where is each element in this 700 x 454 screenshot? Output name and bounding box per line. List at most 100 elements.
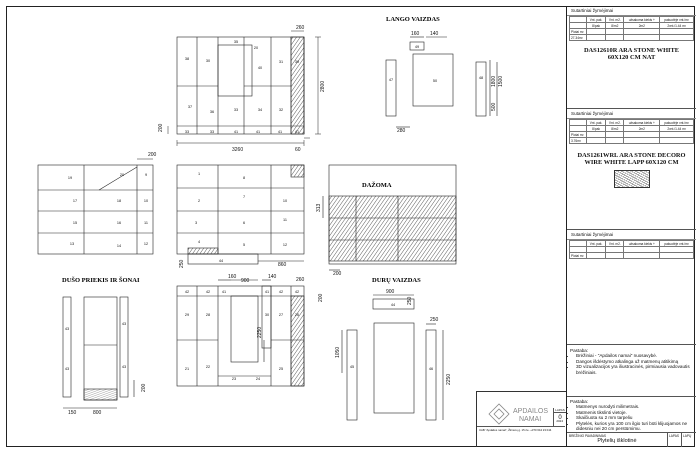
tile-label: 30 xyxy=(206,59,210,63)
tile-label: 27 xyxy=(279,313,283,317)
tile-label: 47 xyxy=(389,78,393,82)
year: 2024 xyxy=(556,419,563,423)
tile-label: 33 xyxy=(234,108,238,112)
sheet-number-box: LAPAS 0 xyxy=(553,408,566,427)
tile-label: 11 xyxy=(283,218,287,222)
tile-label: 5 xyxy=(243,243,245,247)
list-item: Brėžiniai - "Apdailos namai" nuosavybė. xyxy=(576,353,696,358)
dimension-label: 313 xyxy=(316,203,322,212)
dimension-label: 260 xyxy=(296,277,305,283)
tile-label: 49 xyxy=(415,45,419,49)
tile-label: 46 xyxy=(429,367,433,371)
dimension-label: 1800 xyxy=(491,76,497,87)
tile-label: 42 xyxy=(295,290,299,294)
tile-label: 19 xyxy=(68,176,72,180)
window-view-title: LANGO VAIZDAS xyxy=(386,16,440,23)
table-cell xyxy=(585,34,607,41)
list-item: 3D vizualizacijos yra iliustracinės, pir… xyxy=(576,364,696,375)
dimension-label: 140 xyxy=(430,31,439,37)
lapu-label: LAPŲ xyxy=(683,434,692,438)
tile-label: 18 xyxy=(117,199,121,203)
tile-label: 8 xyxy=(243,176,245,180)
dimension-label: 160 xyxy=(228,274,237,280)
tile-label: 34 xyxy=(258,108,262,112)
tile-label: 3 xyxy=(195,221,197,225)
door-view xyxy=(341,294,444,421)
table-cell: 3.76m² xyxy=(569,137,587,144)
tile-label: 32 xyxy=(279,108,283,112)
lapas-label: LAPAS xyxy=(669,434,680,438)
table-cell xyxy=(623,252,661,259)
tile-label: 33 xyxy=(185,130,189,134)
dimension-label: 200 xyxy=(158,123,164,132)
dimension-label: 140 xyxy=(268,274,277,280)
list-item: Dangos išdėstymo atkalinga už matmenų at… xyxy=(576,359,696,364)
tile-label: 25 xyxy=(279,367,283,371)
tile-label: 23 xyxy=(232,377,236,381)
tile-label: 7 xyxy=(243,195,245,199)
legend-heading: Sutartiniai žymėjimai xyxy=(567,6,696,16)
paint-view-title: DAŽOMA xyxy=(362,181,392,189)
tile-label: 36 xyxy=(210,110,214,114)
legend-table: Vnt. pak. Vnt. m2. užsakoma kiekis + pak… xyxy=(569,16,694,41)
project-label: BREŽINIO PAVADINIMAS xyxy=(569,434,607,438)
door-wall-view xyxy=(176,279,305,387)
company-info: UAB "Apdailos namai", Žirnėnų g. 15 rte.… xyxy=(477,426,565,433)
tile-label: 20 xyxy=(120,173,124,177)
tile-label: 41 xyxy=(222,290,226,294)
table-cell xyxy=(585,137,607,144)
logo: APDAILOS NAMAI xyxy=(488,403,548,425)
tile-label: 50 xyxy=(433,79,437,83)
dimension-label: 2800 xyxy=(320,81,326,92)
logo-diamond-icon xyxy=(488,403,510,425)
dimension-label: 250 xyxy=(179,259,185,268)
legend-table: Vnt. pak. Vnt. m2. užsakoma kiekis + pak… xyxy=(569,240,694,259)
tile-label: 41 xyxy=(265,290,269,294)
tile-label: 26 xyxy=(295,313,299,317)
dimension-label: 1500 xyxy=(498,76,504,87)
dimension-label: 200 xyxy=(333,271,342,277)
table-cell xyxy=(585,252,607,259)
tile-label: 28 xyxy=(206,313,210,317)
tile-label: 41 xyxy=(234,130,238,134)
tile-label: 16 xyxy=(117,221,121,225)
window-view xyxy=(385,36,498,128)
top-wall-view xyxy=(176,36,305,135)
dimension-label: 280 xyxy=(397,128,406,134)
tile-label: 20 xyxy=(254,46,258,50)
dimension-label: 900 xyxy=(386,289,395,295)
dimension-label: 160 xyxy=(411,31,420,37)
tile-label: 45 xyxy=(350,365,354,369)
tile-label: 15 xyxy=(73,221,77,225)
tile-label: 38 xyxy=(185,57,189,61)
tile-label: 43 xyxy=(65,327,69,331)
tile-label: 6 xyxy=(243,221,245,225)
tile-label: 12 xyxy=(283,243,287,247)
table-cell xyxy=(605,34,625,41)
tile-label: 22 xyxy=(206,365,210,369)
tile-label: 24 xyxy=(256,377,260,381)
dimension-label: 800 xyxy=(93,410,102,416)
tile-label: 11 xyxy=(144,221,148,225)
table-cell: Plotai m² xyxy=(569,252,587,259)
notes-heading: Pastaba: xyxy=(570,348,589,353)
title-strip: BREŽINIO PAVADINIMAS Plytelių išklotinė … xyxy=(567,433,696,447)
tile-product-name: DAS1261WRL ARA STONE DECORO WIRE WHITE L… xyxy=(577,152,686,167)
tile-label: 43 xyxy=(122,365,126,369)
dimension-label: 2250 xyxy=(446,374,452,385)
dimension-label: 2250 xyxy=(257,327,263,338)
dimension-label: 3260 xyxy=(232,147,243,153)
tile-product-name: DAS12610R ARA STONE WHITE 60X120 CM NAT xyxy=(583,47,680,62)
tile-label: 17 xyxy=(73,199,77,203)
table-cell xyxy=(659,34,694,41)
table-cell xyxy=(659,252,694,259)
dimension-label: 60 xyxy=(295,147,301,153)
sheet-label: LAPAS xyxy=(554,408,566,413)
dimension-label: 200 xyxy=(141,383,147,392)
logo-text: APDAILOS xyxy=(513,408,548,415)
dimension-label: 250 xyxy=(430,317,439,323)
tile-label: 14 xyxy=(117,244,121,248)
shower-view-title: DUŠO PRIEKIS IR ŠONAI xyxy=(62,276,140,284)
tile-label: 41 xyxy=(295,130,299,134)
tile-label: 10 xyxy=(144,199,148,203)
